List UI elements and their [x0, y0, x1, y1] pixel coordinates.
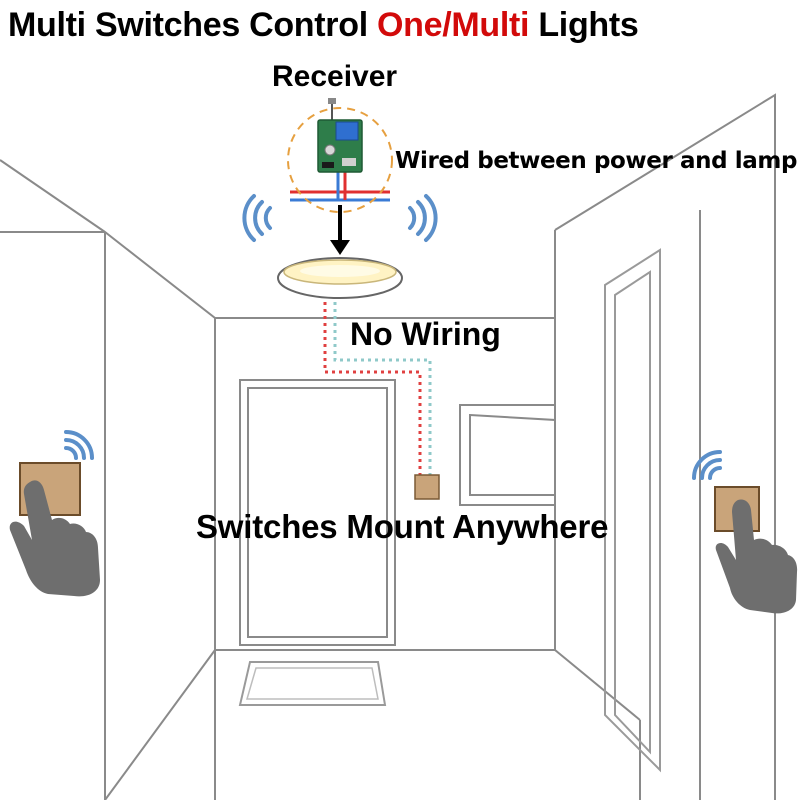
central-door: [239, 379, 396, 646]
title-highlight: One/Multi: [377, 6, 530, 44]
door-mat: [238, 661, 387, 706]
wall-picture: [459, 404, 556, 506]
right-door-frame: [604, 248, 661, 773]
left-pointing-hand-icon: [9, 480, 101, 597]
center-wall-switch: [414, 474, 440, 500]
right-wall: [554, 93, 776, 800]
right-wifi-signal-icon: [692, 450, 722, 480]
down-arrow-icon: [330, 205, 350, 255]
receiver-label: Receiver: [272, 60, 398, 93]
title-suffix: Lights: [529, 6, 639, 44]
no-wiring-label: No Wiring: [350, 316, 501, 352]
left-wall: [0, 231, 216, 800]
diagram-title: Multi Switches Control One/Multi Lights: [8, 6, 639, 45]
ceiling-lamp-icon: [277, 257, 403, 299]
relay-module-icon: [317, 98, 363, 173]
receiver-highlight-circle: [287, 107, 393, 213]
wired-label: Wired between power and lamp: [395, 148, 798, 174]
receiver-signal-waves: [242, 194, 438, 242]
left-wifi-signal-icon: [64, 430, 94, 460]
receiver-wires: [290, 172, 390, 202]
left-switch-group: [9, 430, 101, 597]
right-switch-group: [692, 450, 798, 614]
right-pointing-hand-icon: [715, 499, 798, 614]
no-wiring-path: [323, 295, 432, 475]
title-prefix: Multi Switches Control: [8, 6, 377, 44]
switches-mount-label: Switches Mount Anywhere: [196, 508, 609, 545]
